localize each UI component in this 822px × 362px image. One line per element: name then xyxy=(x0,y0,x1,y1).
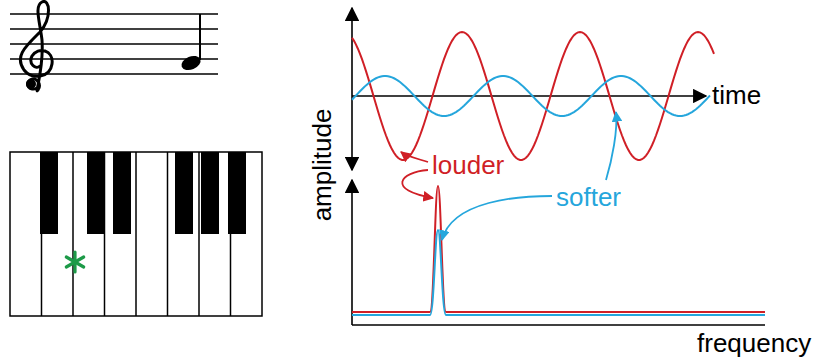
black-key xyxy=(228,152,246,234)
callout-label: softer xyxy=(556,184,621,210)
sine-wave xyxy=(352,32,714,160)
piano-keyboard xyxy=(10,152,262,316)
axis-label: time xyxy=(712,82,761,108)
white-key-edge xyxy=(135,152,137,316)
spectrum-axes xyxy=(352,180,765,325)
axis-label: frequency xyxy=(697,330,811,356)
black-key xyxy=(40,152,58,234)
key-marker xyxy=(66,252,83,272)
leader-lines xyxy=(401,112,616,240)
quarter-note xyxy=(179,14,202,73)
black-key xyxy=(87,152,105,234)
callout-label: louder xyxy=(432,152,504,178)
treble-clef xyxy=(20,1,52,90)
black-key xyxy=(175,152,193,234)
black-key xyxy=(113,152,131,234)
white-key-edge xyxy=(198,152,200,316)
white-key-edge xyxy=(72,152,74,316)
waveforms xyxy=(352,32,714,160)
white-key-edge xyxy=(167,152,169,316)
black-key xyxy=(201,152,219,234)
axis-label: amplitude xyxy=(309,109,335,222)
sine-wave xyxy=(352,76,710,116)
